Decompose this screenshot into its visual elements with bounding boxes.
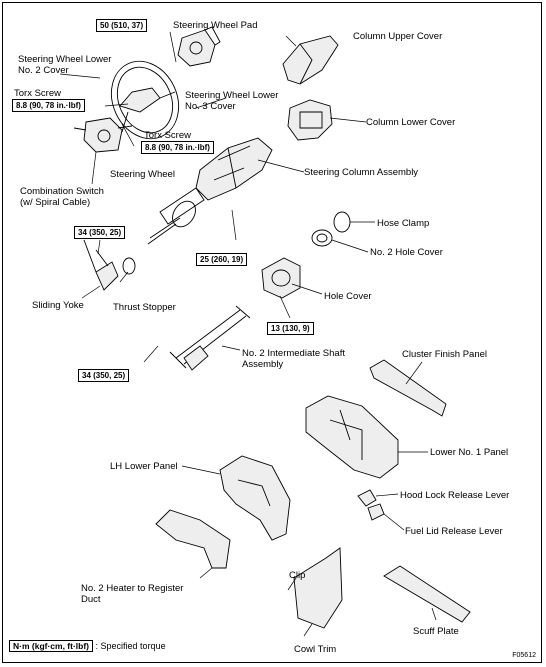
label-steering-wheel-pad: Steering Wheel Pad [173,20,258,31]
cowl-trim-part [293,547,343,629]
label-no2-heater-duct: No. 2 Heater to Register Duct [81,583,184,605]
label-cowl-trim: Cowl Trim [294,644,337,655]
legend-unit-box: N·m (kgf·cm, ft·lbf) [9,640,94,652]
label-cluster-finish-panel: Cluster Finish Panel [402,349,488,360]
torque-box-intermediate-shaft: 34 (350, 25) [78,369,130,382]
legend-text: : Specified torque [95,641,166,651]
label-hose-clamp: Hose Clamp [377,218,430,229]
torque-box-column-bolts: 25 (260, 19) [196,253,248,266]
label-no2-hole-cover: No. 2 Hole Cover [370,247,443,258]
label-thrust-stopper: Thrust Stopper [113,302,176,313]
hose-clamp-part [333,211,351,233]
torque-box-steering-wheel-nut: 50 (510, 37) [96,19,148,32]
label-scuff-plate: Scuff Plate [413,626,459,637]
hole-cover-part [261,257,301,299]
torque-box-torx-screw-right: 8.8 (90, 78 in.·lbf) [141,141,214,154]
steering-wheel-part [110,60,180,140]
label-torx-screw-left: Torx Screw [14,88,61,99]
torque-legend: N·m (kgf·cm, ft·lbf) : Specified torque [9,640,166,652]
label-hole-cover: Hole Cover [324,291,372,302]
heater-duct-part [155,509,231,569]
label-column-upper-cover: Column Upper Cover [353,31,443,42]
label-fuel-lid-release-lever: Fuel Lid Release Lever [405,526,503,537]
label-steering-wheel-lower-no3-cover: Steering Wheel Lower No. 3 Cover [185,90,279,112]
torque-box-sliding-yoke: 34 (350, 25) [74,226,126,239]
combination-switch-part [73,117,133,153]
label-lower-no1-panel: Lower No. 1 Panel [430,447,509,458]
label-steering-wheel: Steering Wheel [110,169,175,180]
steering-column-assembly-part [147,137,273,245]
label-lh-lower-panel: LH Lower Panel [110,461,178,472]
cluster-finish-panel-part [369,359,447,417]
torque-box-hole-cover: 13 (130, 9) [267,322,314,335]
column-upper-cover-part [282,35,339,85]
lower-no1-panel-part [305,395,399,479]
sliding-yoke-part [83,239,136,291]
label-clip: Clip [289,570,306,581]
label-sliding-yoke: Sliding Yoke [32,300,84,311]
label-torx-screw-right: Torx Screw [144,130,191,141]
release-levers-part [357,489,385,521]
label-steering-wheel-lower-no2-cover: Steering Wheel Lower No. 2 Cover [18,54,112,76]
label-combination-switch: Combination Switch (w/ Spiral Cable) [20,186,104,208]
steering-wheel-pad-part [177,26,221,67]
column-lower-cover-part [287,99,333,141]
label-steering-column-assembly: Steering Column Assembly [304,167,419,178]
label-column-lower-cover: Column Lower Cover [366,117,456,128]
label-no2-intermediate-shaft: No. 2 Intermediate Shaft Assembly [242,348,345,370]
scuff-plate-part [383,565,471,623]
torque-box-torx-screw-left: 8.8 (90, 78 in.·lbf) [12,99,85,112]
label-hood-lock-release-lever: Hood Lock Release Lever [400,490,510,501]
no2-hole-cover-part [311,229,333,247]
intermediate-shaft-part [169,305,251,371]
lh-lower-panel-part [219,455,291,541]
figure-code: F05612 [512,652,536,659]
